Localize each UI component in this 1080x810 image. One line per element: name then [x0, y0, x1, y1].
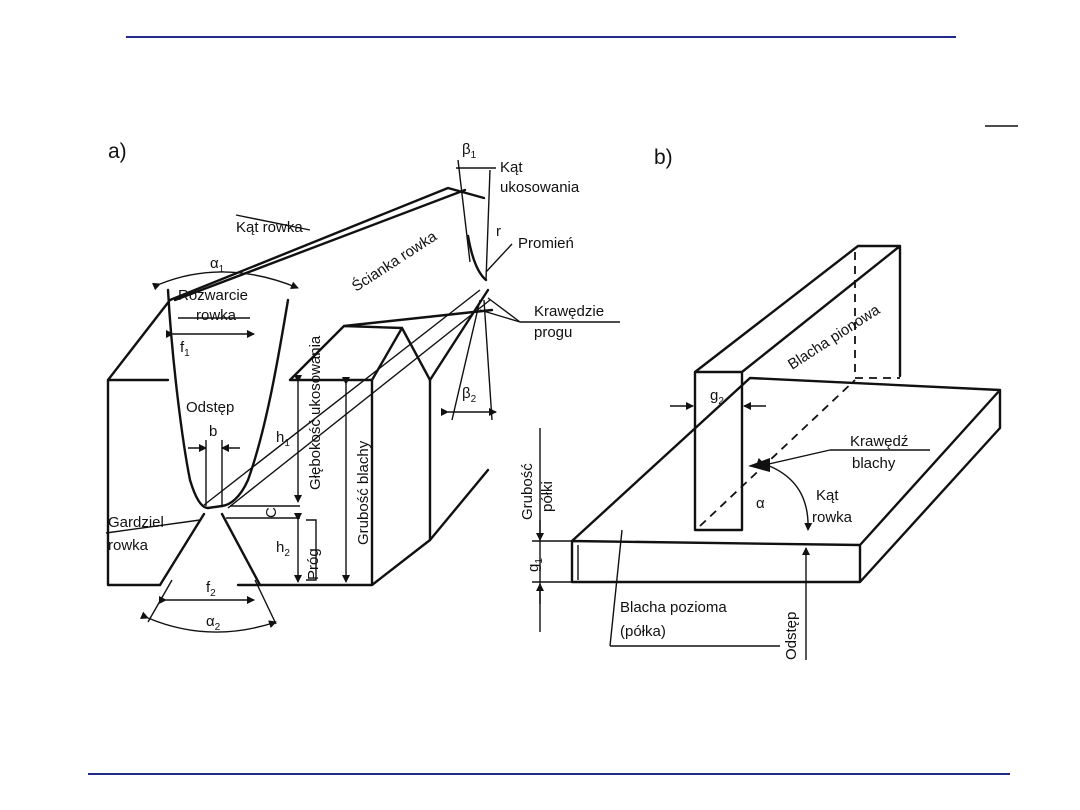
- c-label: C: [263, 507, 280, 518]
- top-rule: [126, 36, 956, 38]
- krawedz-line2: blachy: [852, 455, 896, 472]
- gardziel-line2: rowka: [108, 537, 149, 554]
- beta2-leg-right: [483, 299, 493, 421]
- blacha-pozioma-line2: (półka): [620, 623, 666, 640]
- h1-label: h1: [276, 429, 290, 449]
- f2-label: f2: [206, 579, 216, 599]
- alpha2-label: α2: [206, 613, 221, 633]
- root-line-2: [227, 299, 491, 509]
- krawedzie-leader-2: [479, 309, 521, 323]
- vertical-plate-outline: [693, 244, 902, 532]
- alpha2-leg-left: [147, 579, 173, 623]
- panel-a-butt-joint: a) β1 Kąt ukosowania Kąt rowka α1 Ściank…: [105, 140, 620, 633]
- bevel-face-top: [457, 159, 471, 263]
- kat-rowka-label: Kąt rowka: [236, 219, 303, 236]
- kat-rowka-line2: rowka: [812, 509, 853, 526]
- promien-label: Promień: [518, 235, 574, 252]
- b-label: b: [209, 423, 217, 440]
- prog-label: Próg: [305, 548, 322, 580]
- alpha-label: α: [756, 495, 765, 512]
- right-plate-outline: [236, 308, 494, 587]
- h2-label: h2: [276, 539, 290, 559]
- kat-rowka-line1: Kąt: [816, 487, 839, 504]
- odstep-label-b: Odstęp: [783, 612, 800, 660]
- beta2-leg-left: [451, 299, 481, 421]
- f1-label: f1: [180, 339, 190, 359]
- glebokosc-ukosowania-label: Głębokość ukosowania: [307, 335, 324, 490]
- r-label: r: [496, 223, 501, 240]
- alpha2-leg-right: [254, 579, 277, 625]
- rozwarcie-line1: Rozwarcie: [178, 287, 248, 304]
- lower-groove: [158, 512, 262, 587]
- alpha1-arc: [152, 271, 299, 291]
- gardziel-leader: [105, 519, 201, 534]
- odstep-label: Odstęp: [186, 399, 234, 416]
- g2-label: g2: [710, 387, 724, 407]
- grubosc-polki-line1: Grubość: [519, 463, 536, 520]
- g1-label: g1: [525, 558, 545, 572]
- alpha-arc: [756, 457, 813, 531]
- radius-curve: [466, 234, 488, 282]
- hidden-edge-diagonal: [699, 379, 856, 527]
- panel-a-letter: a): [108, 140, 127, 163]
- promien-leader: [485, 243, 513, 273]
- alpha1-label: α1: [210, 255, 225, 275]
- grubosc-blachy-label: Grubość blachy: [355, 440, 372, 545]
- krawedz-line1: Krawędź: [850, 433, 908, 450]
- krawedzie-line1: Krawędzie: [534, 303, 604, 320]
- panel-b-letter: b): [654, 146, 673, 169]
- krawedz-leader: [759, 449, 831, 467]
- horizontal-plate-outline: [570, 376, 1002, 584]
- root-line-1: [203, 289, 481, 506]
- kat-ukosowania-line2: ukosowania: [500, 179, 580, 196]
- groove-profile: [166, 288, 290, 510]
- alpha2-arc: [139, 611, 277, 633]
- bottom-rule: [88, 773, 1010, 775]
- kat-ukosowania-line1: Kąt: [500, 159, 523, 176]
- right-plate-bottom-back: [428, 468, 490, 542]
- blacha-pionowa-label: Blacha pionowa: [785, 301, 884, 373]
- left-plate-outline: [106, 186, 486, 587]
- krawedzie-line2: progu: [534, 324, 572, 341]
- prog-bracket: [306, 519, 317, 581]
- panel-b-t-joint: b) Blacha pionowa g2 Krawędź blachy Grub…: [519, 125, 1018, 660]
- scianka-rowka-label: Ścianka rowka: [348, 227, 440, 296]
- beta2-label: β2: [462, 385, 477, 405]
- bevel-face-ref: [485, 169, 491, 281]
- kat-rowka-underline: [235, 214, 311, 231]
- blacha-pozioma-leader: [609, 529, 623, 647]
- root-face: [206, 504, 224, 510]
- beta1-label: β1: [462, 141, 477, 161]
- blacha-pozioma-line1: Blacha pozioma: [620, 599, 727, 616]
- grubosc-polki-line2: półki: [539, 481, 556, 512]
- gardziel-line1: Gardziel: [108, 514, 164, 531]
- rozwarcie-line2: rowka: [196, 307, 237, 324]
- krawedzie-leader-1: [487, 297, 521, 323]
